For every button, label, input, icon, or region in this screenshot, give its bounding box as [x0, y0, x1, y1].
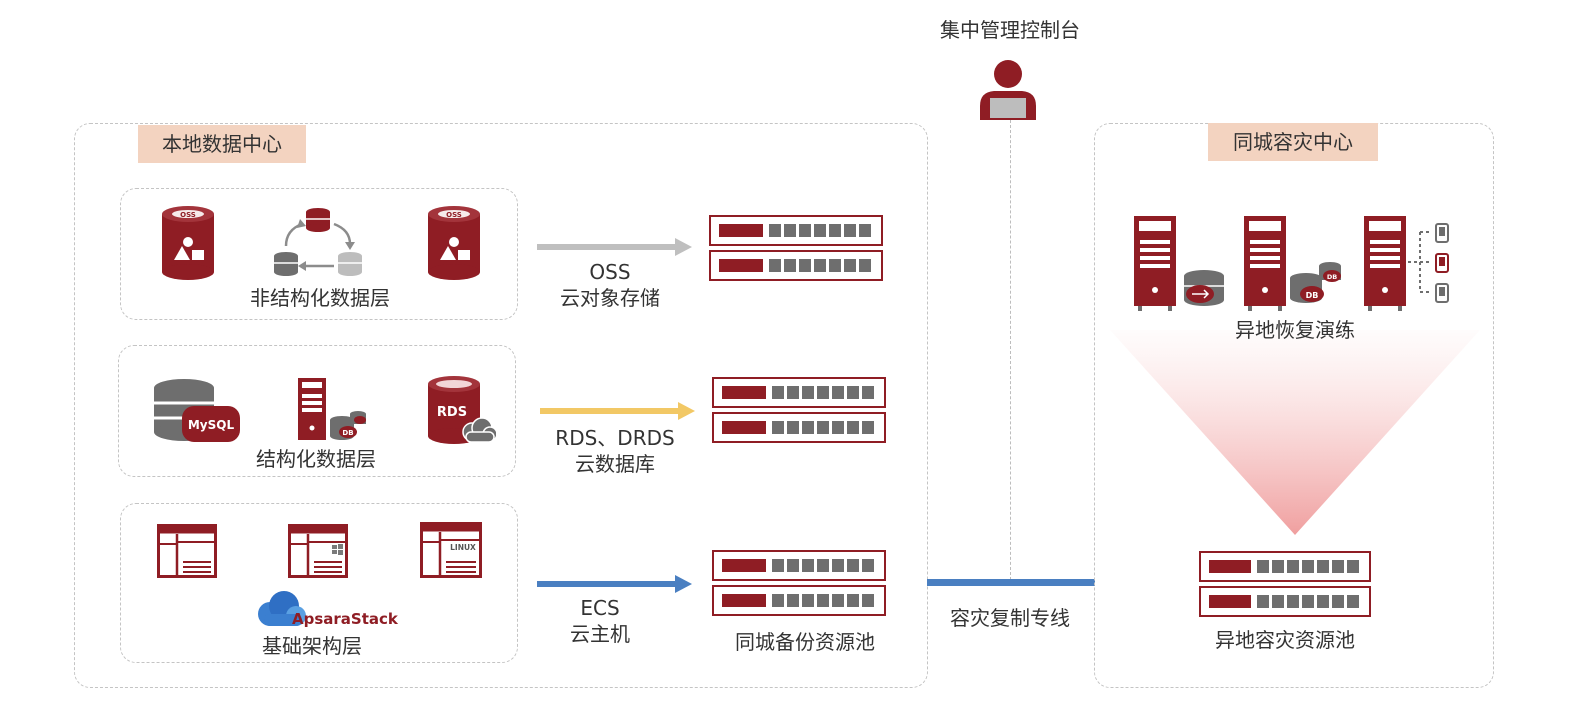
dedicated-line-label: 容灾复制专线: [950, 606, 1070, 630]
dedicated-line-connector: [927, 579, 1095, 586]
db-badge-text: DB: [1327, 273, 1337, 281]
db-badge-text: DB: [342, 429, 353, 437]
dr-drill-label: 异地恢复演练: [1235, 318, 1355, 342]
mysql-badge-text: MySQL: [188, 418, 235, 432]
ecs-flow-arrow-icon: [537, 575, 692, 593]
server-with-disk-icon: [1134, 216, 1226, 312]
app-window-icon: [157, 524, 217, 578]
storage-rack-icon: [1199, 551, 1371, 617]
rds-cloud-icon: RDS: [428, 376, 496, 446]
linux-badge-text: LINUX: [450, 543, 476, 552]
oss-flow-line1: OSS: [589, 260, 631, 284]
infrastructure-layer-box: [120, 503, 518, 663]
rds-flow-line2: 云数据库: [575, 452, 655, 476]
structured-layer-box: [118, 345, 516, 477]
rds-badge-text: RDS: [437, 405, 467, 420]
dr-pool-label: 异地容灾资源池: [1215, 628, 1355, 652]
server-with-devices-icon: [1364, 216, 1460, 312]
db-server-icon: DB: [296, 378, 368, 442]
oss-flow-line2: 云对象存储: [560, 286, 660, 310]
ecs-flow-line2: 云主机: [570, 622, 630, 646]
admin-person-icon: [978, 58, 1038, 120]
infrastructure-layer-label: 基础架构层: [262, 634, 362, 658]
rds-flow-arrow-icon: [540, 402, 695, 420]
dr-center-title: 同城容灾中心: [1208, 123, 1378, 161]
oss-flow-arrow-icon: [537, 238, 692, 256]
local-dc-box: [74, 123, 928, 688]
rds-flow-line1: RDS、DRDS: [555, 426, 675, 450]
structured-layer-label: 结构化数据层: [256, 447, 376, 471]
data-sync-cycle-icon: [270, 204, 366, 280]
storage-rack-icon: [712, 550, 886, 616]
oss-badge-text: OSS: [446, 211, 462, 219]
mysql-database-icon: MySQL: [152, 378, 244, 444]
storage-rack-icon: [712, 377, 886, 443]
storage-rack-icon: [709, 215, 883, 281]
oss-badge-text: OSS: [180, 211, 196, 219]
local-dc-title: 本地数据中心: [138, 125, 306, 163]
unstructured-layer-box: [120, 188, 518, 320]
unstructured-layer-label: 非结构化数据层: [250, 286, 390, 310]
ecs-flow-line1: ECS: [580, 596, 620, 620]
oss-bucket-icon: OSS: [162, 206, 214, 280]
db-badge-text: DB: [1306, 291, 1319, 300]
console-connector-line: [1010, 120, 1011, 580]
backup-pool-label: 同城备份资源池: [735, 630, 875, 654]
linux-window-icon: LINUX: [420, 522, 482, 578]
windows-window-icon: [288, 524, 348, 578]
server-with-db-icon: DB DB: [1244, 216, 1344, 312]
apsarastack-cloud-logo-icon: [254, 590, 308, 628]
apsarastack-brand-text: ApsaraStack: [292, 610, 398, 628]
oss-bucket-icon: OSS: [428, 206, 480, 280]
console-title: 集中管理控制台: [940, 18, 1080, 42]
recovery-funnel-icon: [1110, 330, 1480, 540]
